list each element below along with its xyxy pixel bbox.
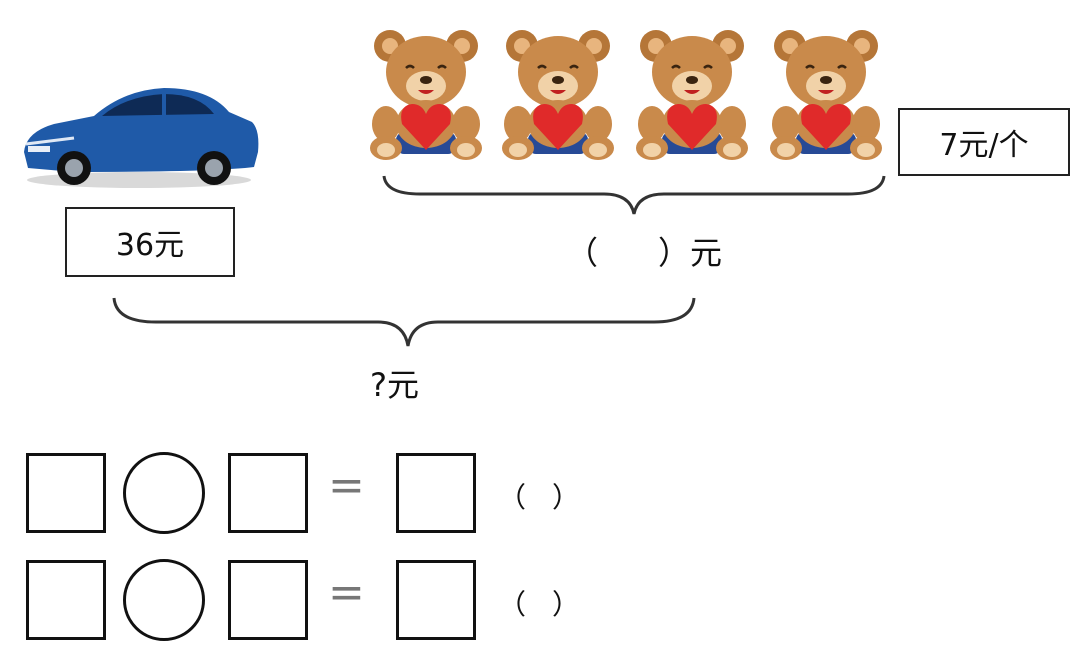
unit-parentheses: （） bbox=[498, 476, 580, 516]
teddy-bear-icon bbox=[500, 28, 616, 162]
operator-circle[interactable] bbox=[123, 559, 205, 641]
car-price-label: 36元 bbox=[115, 228, 185, 263]
answer-box[interactable] bbox=[228, 453, 308, 533]
answer-box[interactable] bbox=[396, 560, 476, 640]
unit-price-label: 7元/个 bbox=[939, 128, 1029, 163]
paren-close: ） bbox=[552, 588, 581, 621]
top-brace-open-paren: （ bbox=[566, 234, 599, 272]
car-price-box: 36元 bbox=[65, 207, 235, 277]
top-brace-close-paren: ）元 bbox=[658, 234, 723, 272]
car-icon bbox=[24, 88, 259, 188]
teddy-bear-icon bbox=[634, 28, 750, 162]
answer-box[interactable] bbox=[26, 560, 106, 640]
bottom-brace-label: ?元 bbox=[370, 366, 419, 404]
paren-open: （ bbox=[498, 481, 527, 514]
unit-parentheses: （） bbox=[498, 583, 580, 623]
unit-price-box: 7元/个 bbox=[898, 108, 1070, 176]
paren-open: （ bbox=[498, 588, 527, 621]
operator-circle[interactable] bbox=[123, 452, 205, 534]
equals-sign: = bbox=[328, 460, 365, 511]
answer-box[interactable] bbox=[228, 560, 308, 640]
bottom-brace bbox=[112, 297, 696, 347]
teddy-bear-icon bbox=[368, 28, 484, 162]
answer-box[interactable] bbox=[396, 453, 476, 533]
answer-box[interactable] bbox=[26, 453, 106, 533]
paren-close: ） bbox=[552, 481, 581, 514]
equals-sign: = bbox=[328, 567, 365, 618]
top-brace bbox=[382, 175, 886, 215]
teddy-bear-icon bbox=[768, 28, 884, 162]
top-brace-label: （ ）元 bbox=[566, 228, 722, 274]
